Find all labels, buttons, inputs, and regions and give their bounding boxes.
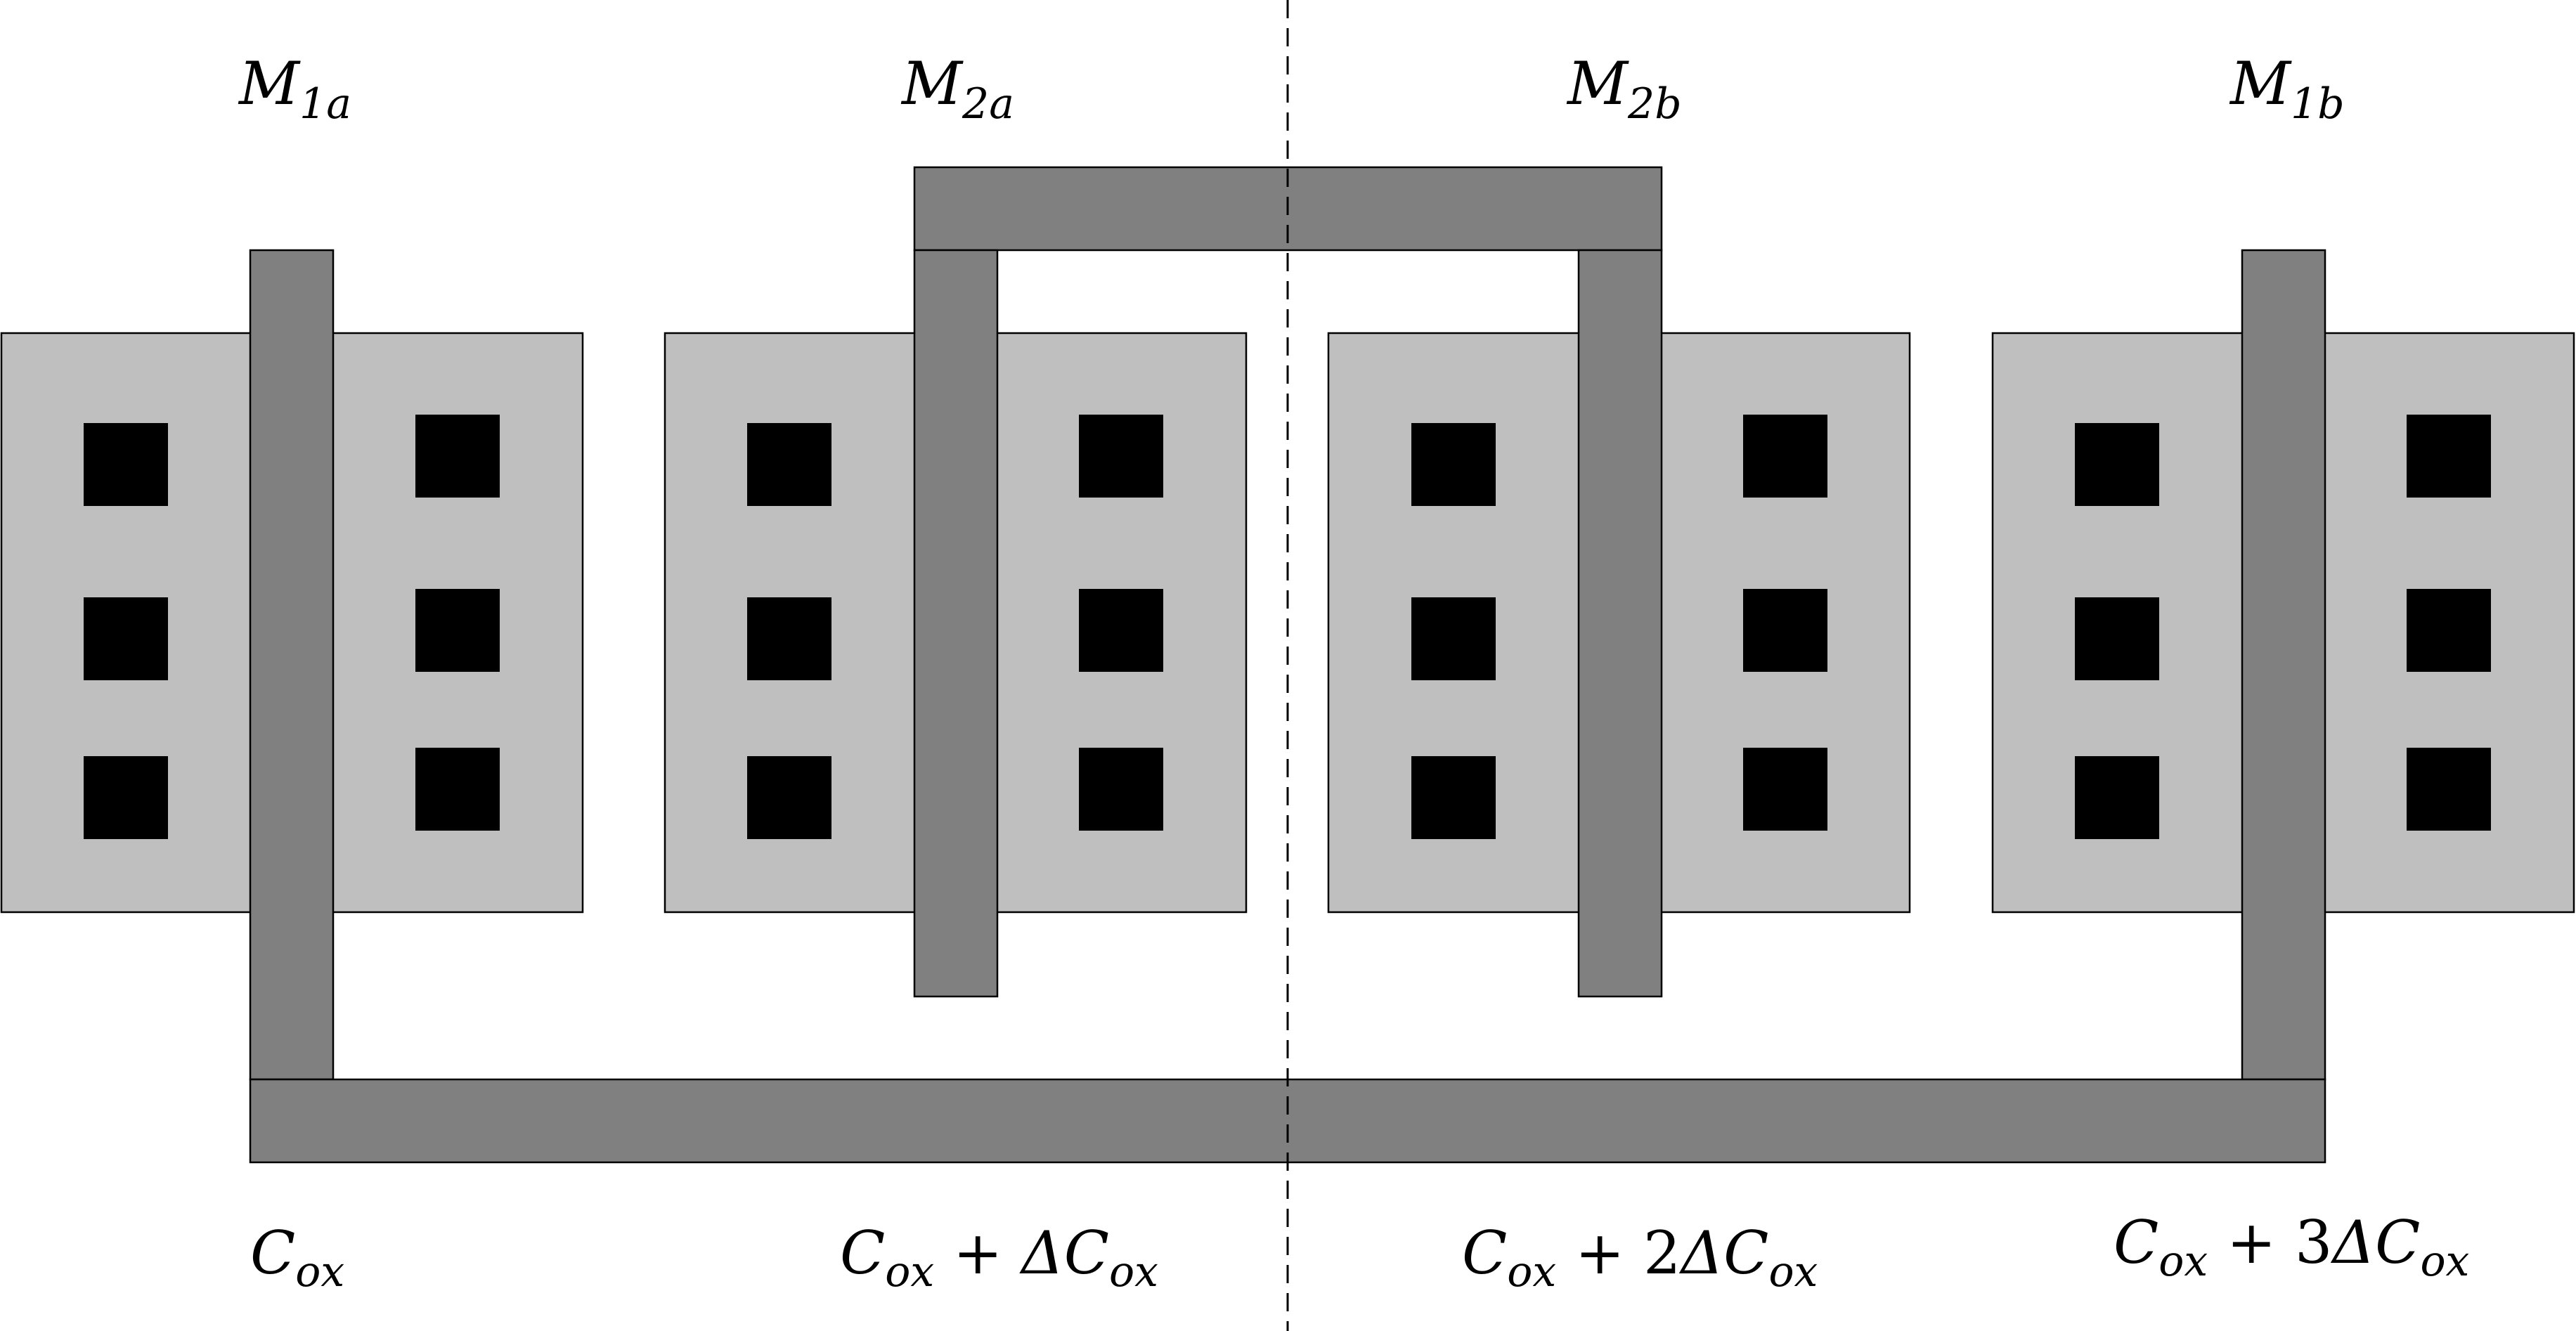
- contact: [1411, 756, 1496, 839]
- contact: [84, 423, 168, 506]
- gate-m2b: [1577, 249, 1663, 998]
- contact: [2075, 756, 2159, 839]
- label-m1b: M1b: [2229, 49, 2345, 129]
- gate-m2a: [913, 249, 999, 998]
- contacts-m1a: [84, 415, 500, 839]
- contact: [415, 415, 500, 498]
- contact: [1411, 423, 1496, 506]
- contacts-m1b: [2075, 415, 2491, 839]
- contacts-m2b: [1411, 415, 1827, 839]
- contact: [1079, 415, 1163, 498]
- contact: [747, 756, 831, 839]
- contact: [1411, 597, 1496, 680]
- contact: [415, 748, 500, 831]
- label-m2a: M2a: [900, 49, 1014, 129]
- capacitance-m2b: Cox + 2ΔCox: [1462, 1219, 1818, 1297]
- gate-connector-bottom: [249, 1078, 2326, 1164]
- contact: [415, 589, 500, 672]
- contact: [2075, 423, 2159, 506]
- contact: [84, 756, 168, 839]
- contact: [84, 597, 168, 680]
- contact: [2407, 748, 2491, 831]
- gate-m1a: [249, 249, 335, 1081]
- contact: [1743, 748, 1827, 831]
- gate-m1b: [2241, 249, 2326, 1081]
- contact: [1079, 589, 1163, 672]
- capacitance-m1b: Cox + 3ΔCox: [2114, 1208, 2469, 1286]
- capacitance-m1a: Cox: [250, 1219, 344, 1297]
- contact: [747, 423, 831, 506]
- contact: [747, 597, 831, 680]
- contacts-m2a: [747, 415, 1163, 839]
- label-m2b: M2b: [1566, 49, 1682, 129]
- contact: [2075, 597, 2159, 680]
- label-m1a: M1a: [238, 49, 351, 129]
- contact: [2407, 415, 2491, 498]
- capacitance-m2a: Cox + ΔCox: [840, 1219, 1158, 1297]
- contact: [2407, 589, 2491, 672]
- contact: [1079, 748, 1163, 831]
- contact: [1743, 415, 1827, 498]
- contact: [1743, 589, 1827, 672]
